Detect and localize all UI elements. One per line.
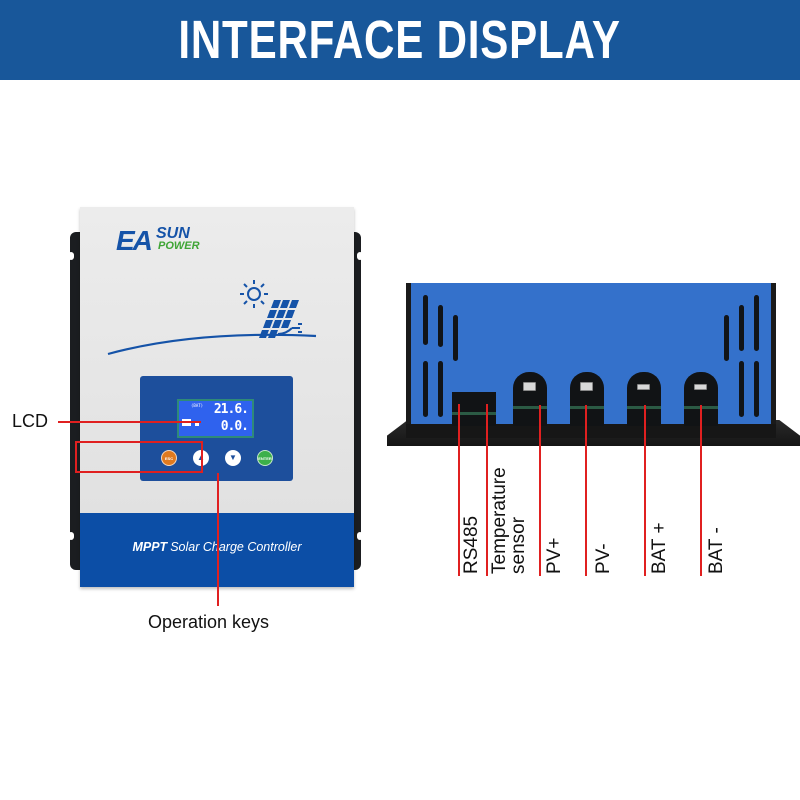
operation-keys-highlight (75, 441, 203, 473)
lcd-label: LCD (12, 411, 49, 431)
rs485-label: RS485 (461, 515, 482, 574)
up-arrow-icon: ▲ (197, 453, 205, 462)
lcd-current-value: 0.0. (220, 419, 249, 434)
down-button[interactable]: ▼ (225, 450, 241, 466)
load-icon (195, 423, 199, 426)
control-panel: (BAT) 21.6. 0.0. ESC ▲ ▼ ENTER (140, 376, 293, 481)
esc-button[interactable]: ESC (161, 450, 177, 466)
operation-keys-callout-line (217, 473, 219, 606)
lcd-display: (BAT) 21.6. 0.0. (177, 399, 254, 438)
pv-plus-label: PV+ (544, 537, 565, 574)
pv-minus-terminal[interactable] (570, 372, 604, 426)
bat-minus-callout-line (700, 405, 702, 576)
header-banner: INTERFACE DISPLAY (0, 0, 800, 80)
bat-minus-label: BAT - (706, 527, 727, 574)
pv-plus-terminal[interactable] (513, 372, 547, 426)
temp-sensor-callout-line (486, 404, 488, 576)
page-title: INTERFACE DISPLAY (178, 10, 622, 70)
easun-power-logo: EA SUN POWER (116, 225, 200, 256)
pv-minus-label: PV- (593, 543, 614, 574)
lcd-callout-line (58, 421, 201, 423)
rs485-callout-line (458, 404, 460, 576)
pv-minus-callout-line (585, 405, 587, 576)
bat-plus-callout-line (644, 405, 646, 576)
temperature-sensor-label: Temperature sensor (489, 467, 529, 574)
pv-plus-callout-line (539, 405, 541, 576)
down-arrow-icon: ▼ (229, 453, 237, 462)
bat-plus-label: BAT + (649, 522, 670, 574)
lcd-voltage-value: 21.6. (213, 402, 249, 417)
controller-bottom-edge (406, 424, 776, 438)
enter-button[interactable]: ENTER (257, 450, 273, 466)
solar-panel-sun-icon (107, 280, 317, 356)
operation-keys-label: Operation keys (148, 612, 270, 632)
